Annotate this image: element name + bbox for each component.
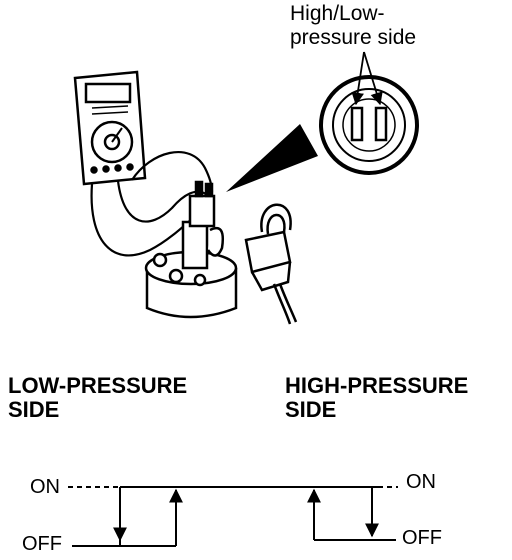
high-pressure-heading-line2: SIDE: [285, 397, 337, 422]
on-label-right: ON: [406, 471, 436, 493]
on-label-left: ON: [30, 476, 60, 498]
pressure-switch-icon: [144, 180, 238, 319]
harness-connector-icon: [244, 203, 298, 325]
magnified-terminal-icon: [319, 75, 419, 175]
callout-pointer: [226, 124, 318, 192]
switching-graph: [68, 486, 398, 547]
high-pressure-heading-line1: HIGH-PRESSURE: [285, 373, 469, 398]
callout-arrows: [351, 51, 383, 106]
low-pressure-heading: LOW-PRESSURE SIDE: [8, 374, 187, 422]
off-label-right: OFF: [402, 527, 442, 549]
off-label-left: OFF: [22, 533, 62, 555]
callout-label: High/Low- pressure side: [290, 2, 416, 50]
callout-label-line2: pressure side: [290, 26, 417, 49]
callout-label-line1: High/Low-: [290, 2, 385, 25]
high-pressure-heading: HIGH-PRESSURE SIDE: [285, 374, 468, 422]
low-pressure-heading-line1: LOW-PRESSURE: [8, 373, 188, 398]
multimeter-icon: [73, 70, 147, 186]
low-pressure-heading-line2: SIDE: [8, 397, 60, 422]
